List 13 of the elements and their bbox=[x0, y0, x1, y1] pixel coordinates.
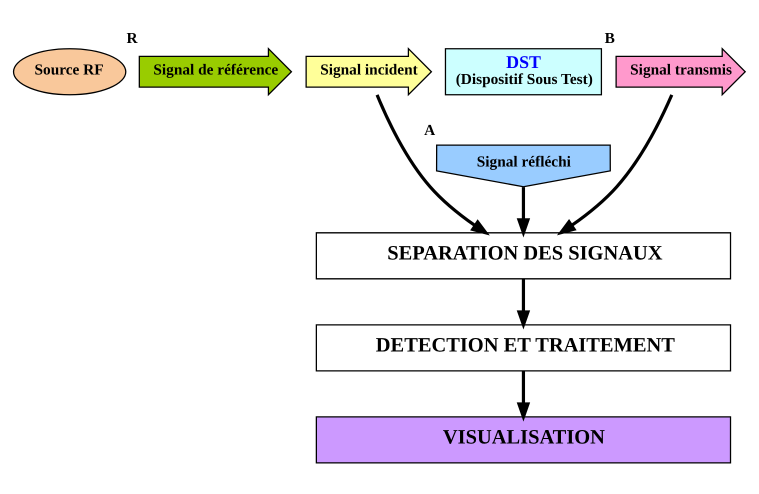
arrow bbox=[516, 370, 530, 422]
arrow bbox=[376, 94, 490, 235]
node-label: B bbox=[604, 30, 615, 47]
node-box: DETECTION ET TRAITEMENT bbox=[316, 324, 732, 371]
node-ellipse: Source RF bbox=[12, 48, 126, 95]
node-box: SEPARATION DES SIGNAUX bbox=[316, 232, 732, 279]
arrow bbox=[556, 94, 674, 235]
node-label: A bbox=[424, 122, 436, 139]
node-box: VISUALISATION bbox=[316, 416, 732, 464]
node-box: DST (Dispositif Sous Test) bbox=[444, 48, 602, 95]
arrow bbox=[516, 278, 530, 330]
node-label: R bbox=[126, 30, 138, 47]
arrow bbox=[516, 186, 530, 237]
